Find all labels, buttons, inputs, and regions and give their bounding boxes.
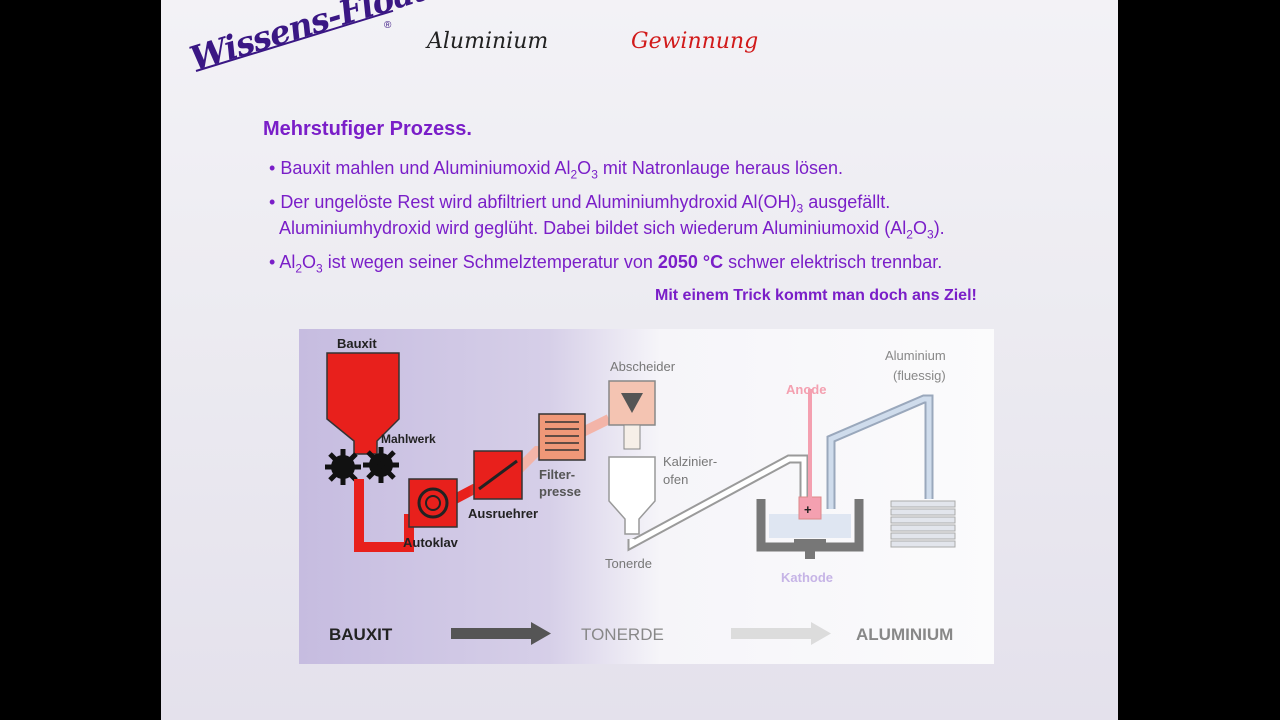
slide: Wissens-Floater ® Aluminium Gewinnung Me… xyxy=(161,0,1118,720)
stage-tonerde: TONERDE xyxy=(581,625,664,644)
bullet-item: • Der ungelöste Rest wird abfiltriert un… xyxy=(269,192,945,242)
filterpresse xyxy=(538,413,586,461)
bullet-item: • Bauxit mahlen und Aluminiumoxid Al2O3 … xyxy=(269,158,844,182)
bullet-list: • Bauxit mahlen und Aluminiumoxid Al2O3 … xyxy=(269,155,1099,283)
stage-aluminium: ALUMINIUM xyxy=(856,625,953,644)
stage-bauxit: BAUXIT xyxy=(329,625,393,644)
mahlwerk-gears xyxy=(325,447,399,485)
label-filterpresse-2: presse xyxy=(539,484,581,499)
subtopic-title: Gewinnung xyxy=(631,29,759,54)
bullet-item: • Al2O3 ist wegen seiner Schmelztemperat… xyxy=(269,252,943,276)
label-autoklav: Autoklav xyxy=(403,535,459,550)
logo-text: Wissens-Floater xyxy=(185,0,466,79)
label-bauxit: Bauxit xyxy=(337,336,377,351)
abscheider xyxy=(608,380,656,450)
label-kalzinierofen-1: Kalzinier- xyxy=(663,454,717,469)
label-anode: Anode xyxy=(786,382,826,397)
label-kathode: Kathode xyxy=(781,570,833,585)
label-abscheider: Abscheider xyxy=(610,359,676,374)
label-aluminium-1: Aluminium xyxy=(885,348,946,363)
label-kalzinierofen-2: ofen xyxy=(663,472,688,487)
logo-registered-mark: ® xyxy=(384,20,392,31)
highlight-note: Mit einem Trick kommt man doch ans Ziel! xyxy=(655,287,977,304)
autoklav xyxy=(408,478,458,528)
topic-title: Aluminium xyxy=(427,29,549,54)
label-plus: + xyxy=(804,502,812,517)
arrow-icon xyxy=(731,622,831,645)
arrow-icon xyxy=(451,622,551,645)
label-ausruehrer: Ausruehrer xyxy=(468,506,538,521)
electrolysis-cell xyxy=(756,389,864,559)
label-tonerde: Tonerde xyxy=(605,556,652,571)
label-filterpresse-1: Filter- xyxy=(539,467,575,482)
aluminium-ingots xyxy=(890,500,956,548)
content-heading: Mehrstufiger Prozess. xyxy=(263,118,472,140)
kalzinierofen xyxy=(608,456,656,535)
label-mahlwerk: Mahlwerk xyxy=(381,432,436,446)
process-diagram: Bauxit Mahlwerk Autoklav Ausruehrer Filt… xyxy=(299,329,994,664)
ausruehrer xyxy=(473,450,523,500)
label-aluminium-2: (fluessig) xyxy=(893,368,946,383)
